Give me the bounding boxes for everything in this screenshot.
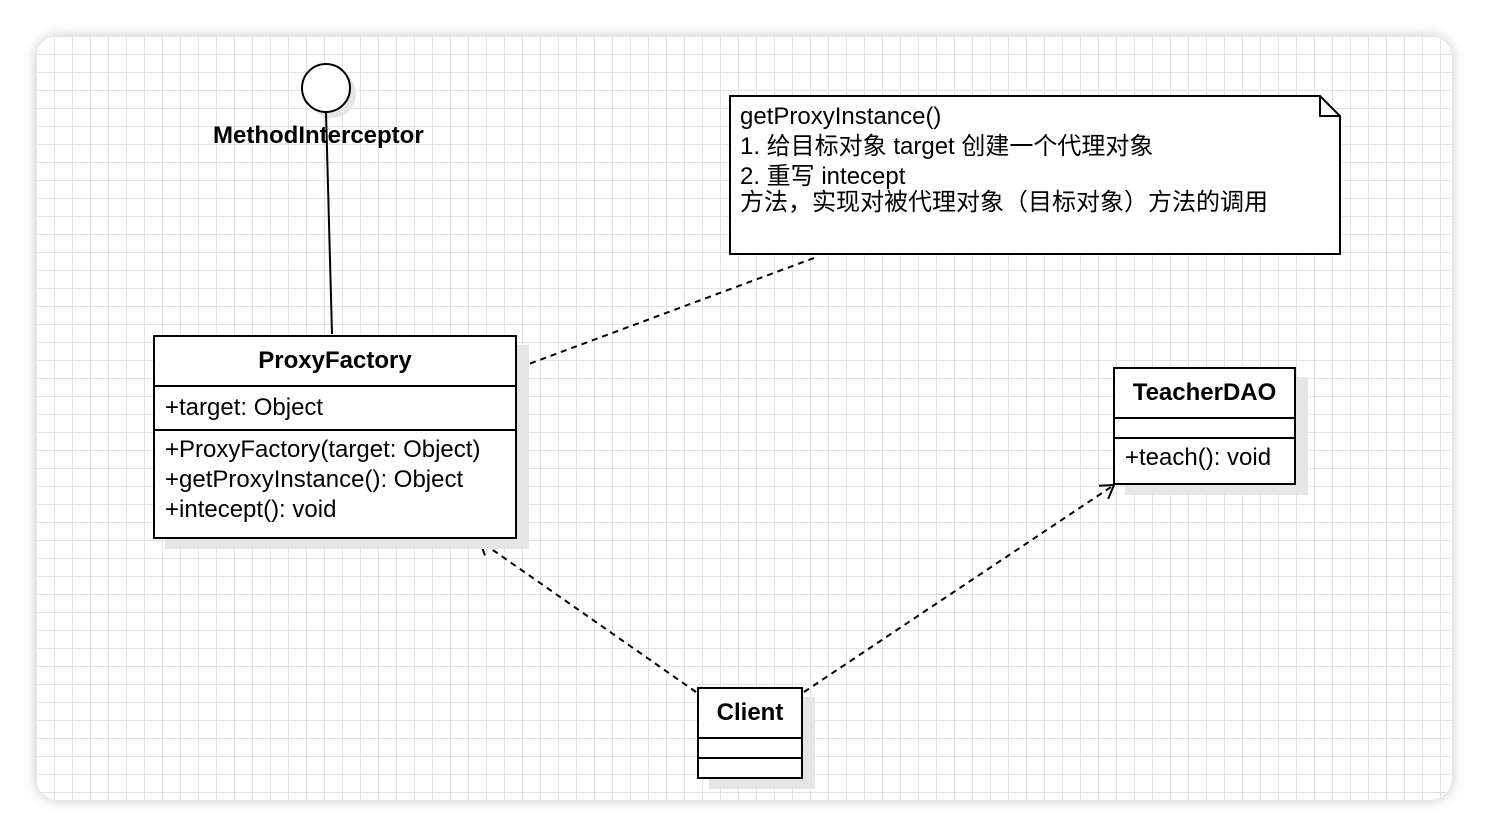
client-teacherdao-dependency[interactable]: [803, 484, 1115, 693]
interface-realization-line[interactable]: [325, 111, 333, 335]
class-name: ProxyFactory: [155, 337, 515, 387]
teacherdao-arrowhead: [1098, 483, 1116, 500]
note-anchor-line[interactable]: [517, 257, 815, 369]
class-name: Client: [699, 689, 801, 739]
note-box[interactable]: [729, 95, 1341, 255]
class-attributes: +target: Object: [155, 387, 515, 431]
note-text: getProxyInstance() 1. 给目标对象 target 创建一个代…: [740, 102, 1268, 218]
note-fold: [1319, 96, 1340, 117]
attribute-target: +target: Object: [165, 394, 324, 421]
class-operations-empty: [699, 759, 801, 777]
note-line-3: 2. 重写 intecept: [740, 163, 906, 190]
class-operations: +teach(): void: [1115, 439, 1294, 477]
operation-getproxyinstance: +getProxyInstance(): Object: [165, 466, 464, 493]
client-proxyfactory-dependency[interactable]: [479, 540, 697, 693]
note-line-4: 方法，实现对被代理对象（目标对象）方法的调用: [740, 189, 1268, 216]
proxyfactory-arrowhead: [478, 539, 496, 556]
class-teacherdao[interactable]: TeacherDAO +teach(): void: [1113, 367, 1296, 485]
operation-constructor: +ProxyFactory(target: Object): [165, 436, 481, 463]
class-name: TeacherDAO: [1115, 369, 1294, 419]
class-operations: +ProxyFactory(target: Object) +getProxyI…: [155, 431, 515, 529]
note-line-2: 1. 给目标对象 target 创建一个代理对象: [740, 133, 1154, 160]
interface-label: MethodInterceptor: [213, 122, 424, 149]
interface-circle[interactable]: [301, 63, 351, 113]
class-attributes-empty: [1115, 419, 1294, 439]
note-line-1: getProxyInstance(): [740, 103, 942, 130]
class-attributes-empty: [699, 739, 801, 759]
class-proxyfactory[interactable]: ProxyFactory +target: Object +ProxyFacto…: [153, 335, 517, 539]
operation-intecept: +intecept(): void: [165, 496, 337, 523]
operation-teach: +teach(): void: [1125, 444, 1272, 471]
class-client[interactable]: Client: [697, 687, 803, 779]
